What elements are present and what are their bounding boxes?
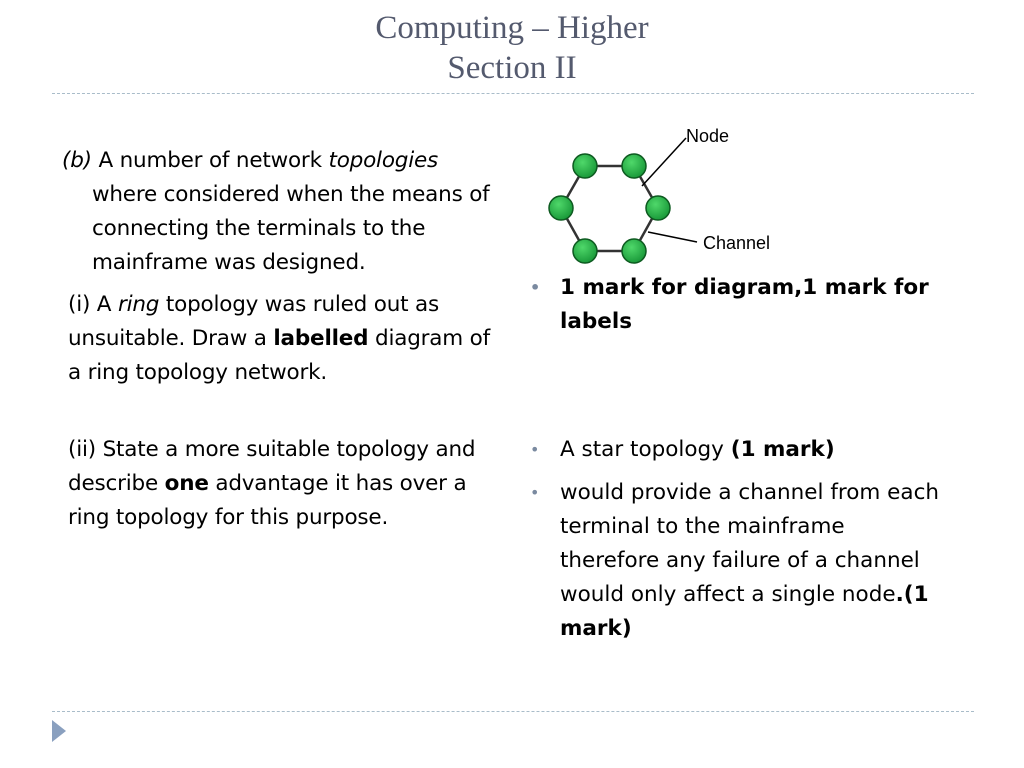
bullet-dot: • [530, 483, 540, 502]
question-b-text-pre: A number of network [98, 148, 322, 173]
bullet-dot: • [530, 278, 541, 297]
channel-label: Channel [703, 233, 770, 253]
question-ii-text-end: advantage it has over a ring topology fo… [68, 471, 467, 530]
question-b-label: (b) [62, 148, 92, 173]
question-i-text-end: diagram of a ring topology network. [68, 326, 490, 385]
node-label: Node [686, 126, 729, 146]
question-ii-bold: one [164, 471, 209, 496]
answer-3-text: would provide a channel from each termin… [560, 480, 940, 607]
ring-node [621, 153, 647, 179]
question-i: (i) A ring topology was ruled out as uns… [62, 288, 508, 390]
question-ii: (ii) State a more suitable topology and … [62, 433, 508, 535]
channel-pointer-line [647, 231, 698, 243]
slide-title: Computing – Higher Section II [0, 8, 1024, 88]
question-i-text-pre: A [96, 292, 112, 317]
answer-3-bold: .(1 mark) [560, 582, 929, 641]
ring-topology-diagram: Node Channel [548, 126, 770, 264]
answer-bullet-3: • would provide a channel from each term… [530, 476, 950, 646]
next-slide-arrow-icon[interactable] [52, 720, 66, 742]
ring-node [572, 153, 598, 179]
ring-node [548, 195, 574, 221]
question-b: (b) A number of network topologies where… [62, 144, 502, 280]
question-ii-label: (ii) [68, 437, 96, 462]
answer-bullet-2: • A star topology (1 mark) [530, 433, 950, 467]
ring-node [621, 238, 647, 264]
question-b-text-cont: where considered when the means of conne… [92, 182, 490, 275]
answer-2-bold: (1 mark) [730, 437, 835, 462]
ring-channels [559, 164, 660, 253]
question-b-italic: topologies [328, 148, 439, 173]
title-line-2: Section II [447, 50, 577, 86]
question-i-text-mid: topology was ruled out as unsuitable. Dr… [68, 292, 439, 351]
ring-node [645, 195, 671, 221]
question-i-label: (i) [68, 292, 91, 317]
bullet-dot: • [530, 440, 540, 459]
top-divider [52, 93, 974, 94]
title-line-1: Computing – Higher [375, 10, 649, 46]
ring-node [572, 238, 598, 264]
node-pointer-line [641, 137, 687, 187]
ring-nodes [548, 153, 671, 264]
question-i-bold: labelled [273, 326, 369, 351]
bottom-divider [52, 711, 974, 712]
answer-bullet-1: • 1 mark for diagram,1 mark for labels [530, 271, 950, 339]
answer-1-text: 1 mark for diagram,1 mark for labels [560, 275, 929, 334]
question-i-italic: ring [117, 292, 160, 317]
question-ii-text-pre: State a more suitable topology and descr… [68, 437, 476, 496]
answer-2-text: A star topology [560, 437, 724, 462]
